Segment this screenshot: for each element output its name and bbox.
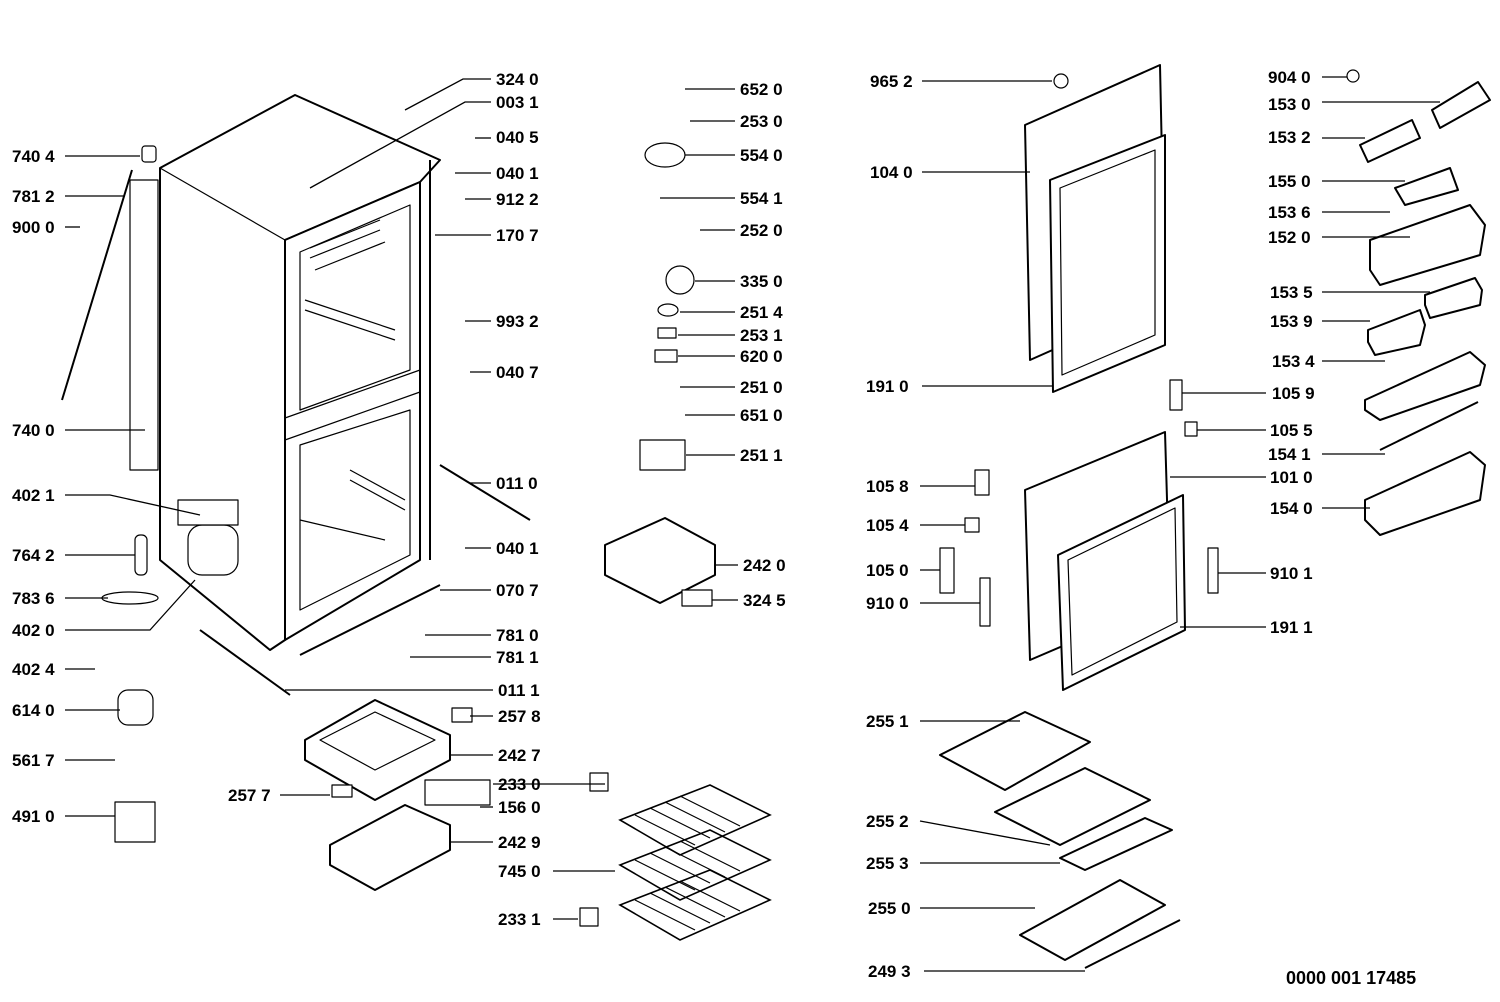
callout-label: 191 1 <box>1270 618 1313 637</box>
callout-label: 335 0 <box>740 272 783 291</box>
callout-label: 651 0 <box>740 406 783 425</box>
callout-label: 242 7 <box>498 746 541 765</box>
callout-label: 251 4 <box>740 303 783 322</box>
callout-label: 153 5 <box>1270 283 1313 302</box>
callout-label: 561 7 <box>12 751 55 770</box>
callout-label: 255 3 <box>866 854 909 873</box>
callout-label: 781 2 <box>12 187 55 206</box>
part-drawings <box>61 64 1491 969</box>
callout-label: 402 0 <box>12 621 55 640</box>
callout-label: 255 0 <box>868 899 911 918</box>
callout-label: 740 4 <box>12 147 55 166</box>
callout-label: 904 0 <box>1268 68 1311 87</box>
callout-label: 491 0 <box>12 807 55 826</box>
callout-label: 251 0 <box>740 378 783 397</box>
callout-label: 003 1 <box>496 93 539 112</box>
callout-label: 242 9 <box>498 833 541 852</box>
callout-label: 740 0 <box>12 421 55 440</box>
callout-label: 040 7 <box>496 363 539 382</box>
callout-label: 783 6 <box>12 589 55 608</box>
callout-label: 745 0 <box>498 862 541 881</box>
callout-label: 324 5 <box>743 591 786 610</box>
callout-label: 170 7 <box>496 226 539 245</box>
callout-label: 105 9 <box>1272 384 1315 403</box>
callout-label: 255 1 <box>866 712 909 731</box>
callout-label: 652 0 <box>740 80 783 99</box>
callout-label: 252 0 <box>740 221 783 240</box>
freezer-wire-baskets <box>618 784 772 941</box>
callout-label: 233 0 <box>498 775 541 794</box>
callout-label: 910 1 <box>1270 564 1313 583</box>
callout-label: 105 4 <box>866 516 909 535</box>
crisper-drawers <box>304 517 716 891</box>
callout-label: 153 4 <box>1272 352 1315 371</box>
callout-label: 402 4 <box>12 660 55 679</box>
callout-label: 011 0 <box>496 474 538 493</box>
callout-label: 040 5 <box>496 128 539 147</box>
callout-label: 152 0 <box>1268 228 1311 247</box>
callout-label: 253 0 <box>740 112 783 131</box>
upper-door <box>1024 64 1166 393</box>
callout-label: 154 1 <box>1268 445 1311 464</box>
callout-label: 154 0 <box>1270 499 1313 518</box>
callout-label: 153 2 <box>1268 128 1311 147</box>
callout-label: 011 1 <box>498 681 540 700</box>
callout-label: 155 0 <box>1268 172 1311 191</box>
callout-label: 105 0 <box>866 561 909 580</box>
callout-label: 257 8 <box>498 707 541 726</box>
callout-label: 153 9 <box>1270 312 1313 331</box>
callout-label: 257 7 <box>228 786 271 805</box>
callout-label: 191 0 <box>866 377 909 396</box>
callout-label: 554 1 <box>740 189 783 208</box>
callout-label: 040 1 <box>496 164 539 183</box>
glass-shelves <box>939 711 1181 969</box>
callout-label: 104 0 <box>870 163 913 182</box>
lower-door <box>1024 431 1186 691</box>
callout-label: 993 2 <box>496 312 539 331</box>
callout-label: 153 6 <box>1268 203 1311 222</box>
leader-lines <box>65 76 1440 972</box>
callout-label: 614 0 <box>12 701 55 720</box>
callout-label: 910 0 <box>866 594 909 613</box>
drawing-number: 0000 001 17485 <box>1286 968 1416 988</box>
callout-label: 070 7 <box>496 581 539 600</box>
callout-label: 781 0 <box>496 626 539 645</box>
callout-label: 101 0 <box>1270 468 1313 487</box>
callout-label: 764 2 <box>12 546 55 565</box>
callout-label: 153 0 <box>1268 95 1311 114</box>
callout-labels: 324 0 003 1 040 5 040 1 912 2 170 7 993 … <box>12 68 1416 988</box>
callout-label: 156 0 <box>498 798 541 817</box>
door-bins <box>1359 81 1491 536</box>
callout-label: 233 1 <box>498 910 541 929</box>
callout-label: 251 1 <box>740 446 783 465</box>
callout-label: 040 1 <box>496 539 539 558</box>
callout-label: 620 0 <box>740 347 783 366</box>
callout-label: 781 1 <box>496 648 539 667</box>
callout-label: 105 5 <box>1270 421 1313 440</box>
callout-label: 912 2 <box>496 190 539 209</box>
callout-label: 965 2 <box>870 72 913 91</box>
callout-label: 105 8 <box>866 477 909 496</box>
callout-label: 255 2 <box>866 812 909 831</box>
callout-label: 402 1 <box>12 486 55 505</box>
callout-label: 900 0 <box>12 218 55 237</box>
callout-label: 249 3 <box>868 962 911 981</box>
callout-label: 242 0 <box>743 556 786 575</box>
callout-label: 554 0 <box>740 146 783 165</box>
callout-label: 253 1 <box>740 326 783 345</box>
callout-label: 324 0 <box>496 70 539 89</box>
